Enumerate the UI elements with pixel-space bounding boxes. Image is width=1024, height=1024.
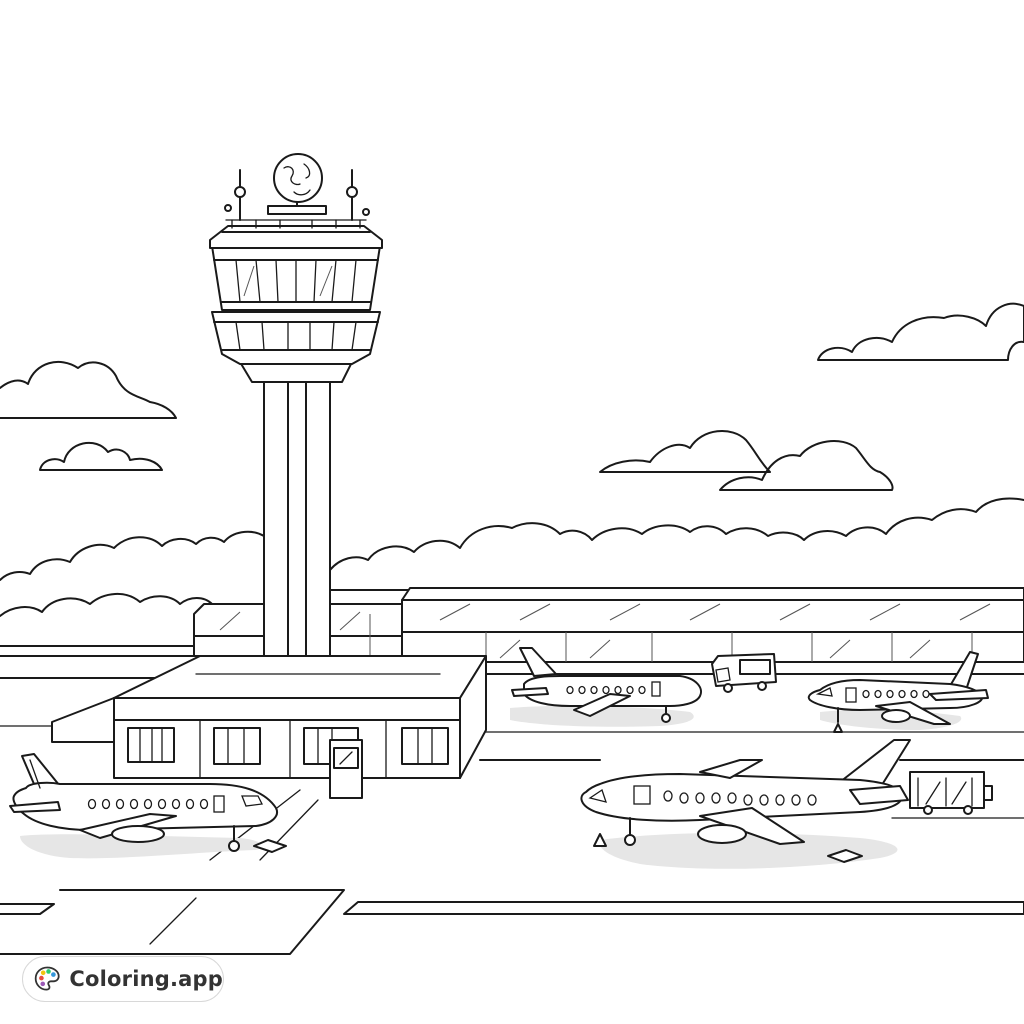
cloud-right-middle (599, 429, 894, 491)
airplane-middle-back (511, 647, 702, 723)
palette-dot (39, 975, 44, 981)
cloud-left-lower (39, 442, 163, 471)
palette-dot (40, 981, 46, 987)
watermark-text: Coloring.app (69, 967, 223, 991)
airplane-right-back (807, 651, 989, 733)
palette-dot (46, 969, 51, 974)
airplane-left (9, 753, 287, 853)
catering-truck (909, 771, 993, 815)
palette-dot (40, 970, 46, 976)
baggage-truck (711, 653, 777, 693)
palette-dot (51, 972, 56, 977)
apron-markings (0, 889, 1024, 955)
airplane-right-front (580, 739, 911, 863)
tower-base-building (51, 655, 487, 861)
palette-icon (34, 966, 60, 991)
control-tower (209, 153, 383, 675)
coloring-app-badge[interactable]: Coloring.app (22, 956, 224, 1002)
cloud-left-upper (0, 360, 177, 419)
cloud-right-upper (817, 302, 1024, 361)
